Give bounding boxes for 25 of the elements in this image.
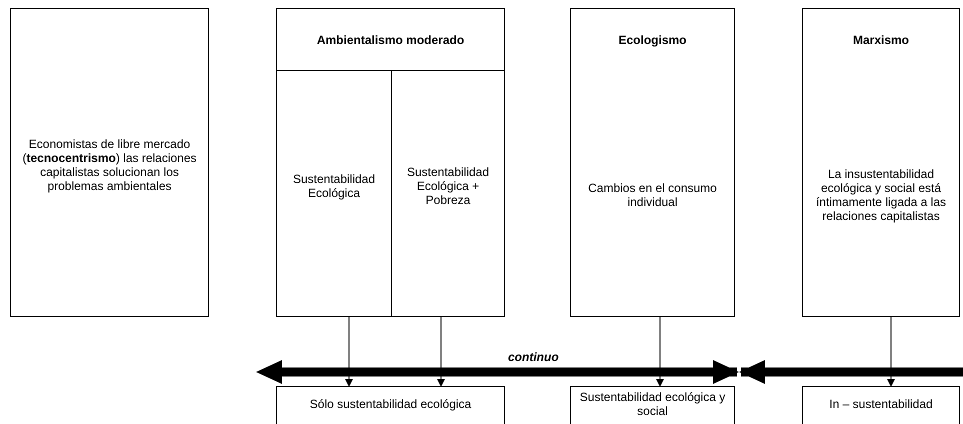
column-box xyxy=(802,8,960,317)
box-text: Sustentabilidad Ecológica xyxy=(292,172,376,200)
box-text: Sustentabilidad ecológica y social xyxy=(578,390,726,418)
text-box xyxy=(10,8,209,317)
outcome-box xyxy=(276,386,505,424)
column-heading: Ecologismo xyxy=(617,33,688,47)
box-text: Sustentabilidad Ecológica + Pobreza xyxy=(406,165,490,207)
box-text: Cambios en el consumo individual xyxy=(587,181,718,209)
outcome-box xyxy=(570,386,735,424)
edge-label: continuo xyxy=(506,350,561,364)
box-text: In – sustentabilidad xyxy=(828,397,934,411)
outcome-box xyxy=(802,386,960,424)
column-heading: Marxismo xyxy=(852,33,910,47)
arrow xyxy=(345,316,353,387)
arrow xyxy=(887,316,895,387)
box-text: La insustentabilidad ecológica y social está íntimamente ligada a las relaciones capitalistas xyxy=(814,167,948,223)
column-heading: Ambientalismo moderado xyxy=(316,33,466,47)
arrow xyxy=(656,316,664,387)
box-text: Economistas de libre mercado (tecnocentrismo) las relaciones capitalistas solucionan los problemas ambientales xyxy=(21,137,198,193)
box-text: Sólo sustentabilidad ecológica xyxy=(308,397,472,411)
arrow xyxy=(437,316,445,387)
column-box xyxy=(276,8,505,317)
column-box xyxy=(570,8,735,317)
thick-arrow xyxy=(739,360,963,384)
double-arrow xyxy=(256,360,739,384)
